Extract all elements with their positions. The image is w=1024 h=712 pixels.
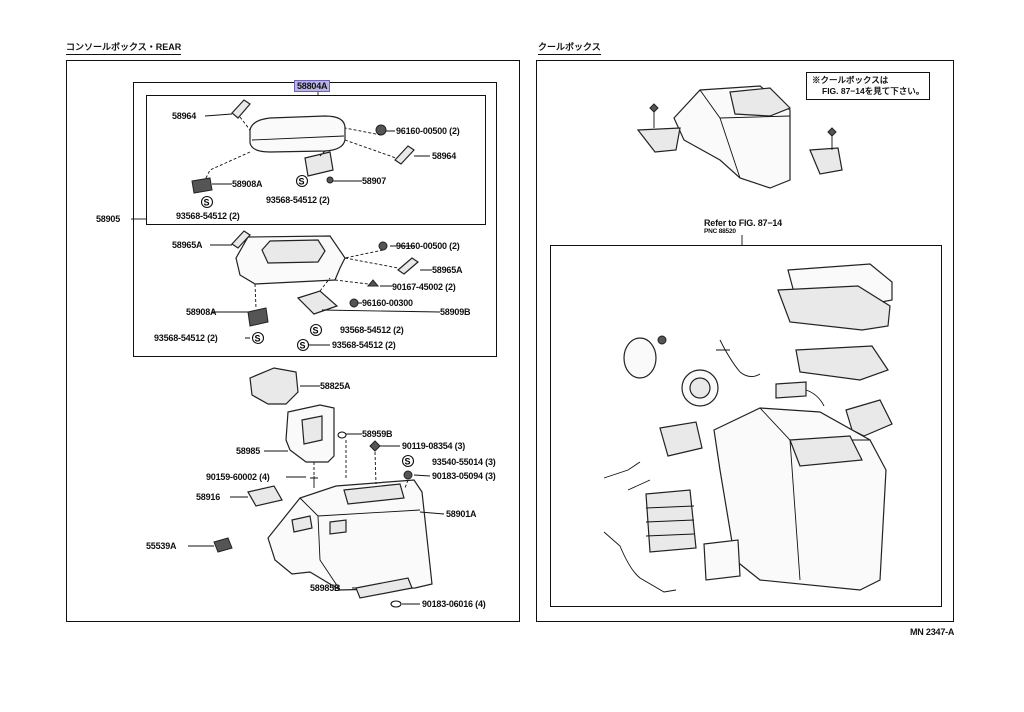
part-label-58964: 58964 xyxy=(432,151,457,161)
svg-text:S: S xyxy=(255,334,261,344)
part-label-93568-54512: 93568-54512 (2) xyxy=(154,333,218,343)
part-label-58985b: 58985B xyxy=(310,583,341,593)
refer-figure-label[interactable]: Refer to FIG. 87−14 xyxy=(704,218,782,228)
part-label-58965a: 58965A xyxy=(172,240,203,250)
cool-box-note: ※クールボックスは FIG. 87−14を見て下さい。 xyxy=(806,72,931,100)
part-label-90159-60002: 90159-60002 (4) xyxy=(206,472,270,482)
part-label-58825a: 58825A xyxy=(320,381,351,391)
part-label-58959b: 58959B xyxy=(362,429,393,439)
cool-box-detail-frame xyxy=(550,245,942,607)
part-label-93540-55014: 93540-55014 (3) xyxy=(432,457,496,467)
left-diagram-frame xyxy=(66,60,520,622)
svg-text:S: S xyxy=(299,177,305,187)
note-line-1: ※クールボックスは xyxy=(812,75,889,85)
part-label-96160-00500: 96160-00500 (2) xyxy=(396,241,460,251)
part-label-93568-54512: 93568-54512 (2) xyxy=(332,340,396,350)
s-symbol: S xyxy=(200,195,214,209)
svg-text:S: S xyxy=(313,326,319,336)
part-label-90183-05094: 90183-05094 (3) xyxy=(432,471,496,481)
svg-text:S: S xyxy=(405,457,411,467)
part-label-90183-06016: 90183-06016 (4) xyxy=(422,599,486,609)
s-symbol: S xyxy=(295,174,309,188)
assembly-part-label: 58905 xyxy=(96,214,121,224)
part-label-58908a: 58908A xyxy=(186,307,217,317)
part-label-58985: 58985 xyxy=(236,446,261,456)
s-symbol: S xyxy=(401,454,415,468)
s-symbol: S xyxy=(251,331,265,345)
diagram-code: MN 2347-A xyxy=(910,627,955,637)
part-label-58907: 58907 xyxy=(362,176,387,186)
left-section-title: コンソールボックス・REAR xyxy=(66,40,182,55)
part-label-96160-00500: 96160-00500 (2) xyxy=(396,126,460,136)
part-label-58916: 58916 xyxy=(196,492,221,502)
highlighted-part-label[interactable]: 58804A xyxy=(294,80,331,92)
right-diagram-frame xyxy=(536,60,954,622)
s-symbol: S xyxy=(296,338,310,352)
part-label-90119-08354: 90119-08354 (3) xyxy=(402,441,466,451)
part-label-93568-54512: 93568-54512 (2) xyxy=(266,195,330,205)
part-label-58965a: 58965A xyxy=(432,265,463,275)
part-label-58909b: 58909B xyxy=(440,307,471,317)
s-symbol: S xyxy=(309,323,323,337)
subassembly-box xyxy=(146,95,486,225)
note-line-2: FIG. 87−14を見て下さい。 xyxy=(822,86,925,96)
refer-pnc-label: PNC 88520 xyxy=(704,228,736,235)
svg-text:S: S xyxy=(204,198,210,208)
part-label-93568-54512: 93568-54512 (2) xyxy=(176,211,240,221)
part-label-58901a: 58901A xyxy=(446,509,477,519)
part-label-55539a: 55539A xyxy=(146,541,177,551)
part-label-96160-00300: 96160-00300 xyxy=(362,298,413,308)
right-section-title: クールボックス xyxy=(538,40,601,55)
part-label-58964: 58964 xyxy=(172,111,197,121)
part-label-58908a: 58908A xyxy=(232,179,263,189)
part-label-93568-54512: 93568-54512 (2) xyxy=(340,325,404,335)
part-label-90167-45002: 90167-45002 (2) xyxy=(392,282,456,292)
svg-text:S: S xyxy=(300,341,306,351)
